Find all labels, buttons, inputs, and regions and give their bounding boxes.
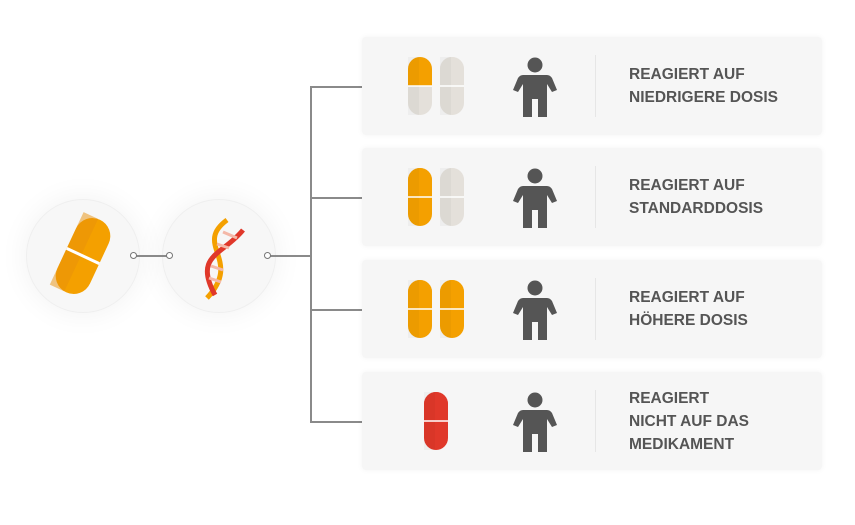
response-card: REAGIERT NICHT AUF DAS MEDIKAMENT [362, 372, 822, 470]
response-label: REAGIERT AUF NIEDRIGERE DOSIS [629, 37, 778, 135]
connector-line [268, 255, 310, 257]
divider [595, 166, 596, 228]
person-icon [513, 168, 557, 228]
response-label-line: MEDIKAMENT [629, 435, 735, 453]
response-card: REAGIERT AUF HÖHERE DOSIS [362, 260, 822, 358]
response-label-line: REAGIERT AUF [629, 177, 745, 194]
pill-icon [49, 212, 111, 294]
response-label-line: NIEDRIGERE DOSIS [629, 89, 778, 106]
response-label: REAGIERT NICHT AUF DAS MEDIKAMENT [629, 372, 749, 470]
drug-circle [26, 199, 140, 313]
branch-line [310, 86, 372, 88]
response-label-line: REAGIERT AUF [629, 66, 745, 83]
branch-line [310, 309, 372, 311]
divider [595, 55, 596, 117]
dna-circle [162, 199, 276, 313]
divider [595, 390, 596, 452]
response-card: REAGIERT AUF NIEDRIGERE DOSIS [362, 37, 822, 135]
response-label: REAGIERT AUF HÖHERE DOSIS [629, 260, 748, 358]
dose-pills-icon [408, 57, 464, 115]
response-label-line: REAGIERT AUF [629, 289, 745, 306]
response-label-line: STANDARDDOSIS [629, 200, 764, 217]
response-card: REAGIERT AUF STANDARDDOSIS [362, 148, 822, 246]
response-label-line: REAGIERT [629, 389, 710, 407]
connector-line [134, 255, 170, 257]
person-icon [513, 392, 557, 452]
branch-line [310, 421, 372, 423]
dna-icon [204, 217, 245, 300]
person-icon [513, 280, 557, 340]
response-label: REAGIERT AUF STANDARDDOSIS [629, 148, 763, 246]
dose-pills-icon [424, 392, 448, 450]
dose-pills-icon [408, 168, 464, 226]
connector-dot [130, 252, 137, 259]
connector-dot [166, 252, 173, 259]
dose-pills-icon [408, 280, 464, 338]
tree-trunk [310, 86, 312, 423]
branch-line [310, 197, 372, 199]
response-label-line: NICHT AUF DAS [629, 412, 749, 430]
connector-dot [264, 252, 271, 259]
response-label-line: HÖHERE DOSIS [629, 312, 748, 329]
person-icon [513, 57, 557, 117]
divider [595, 278, 596, 340]
